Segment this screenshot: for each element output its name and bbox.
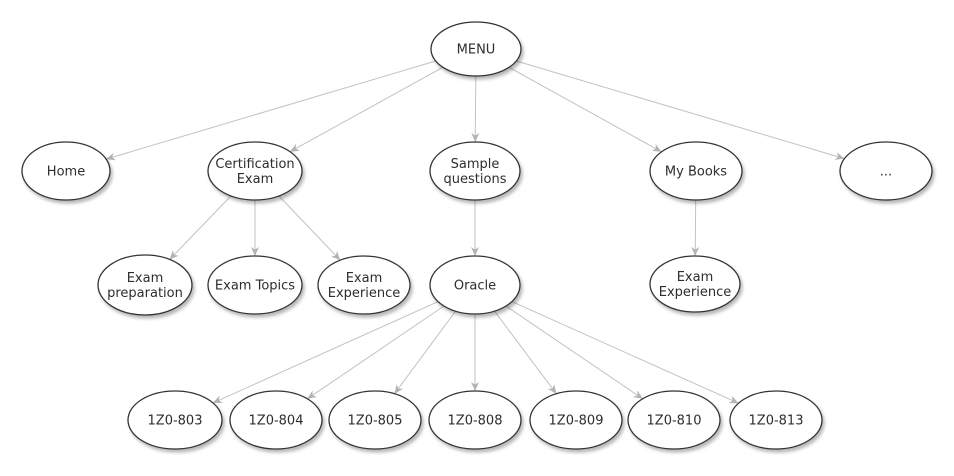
node-shape-1z0-805 [328,390,422,450]
edge-menu-to-sample-questions [471,75,480,143]
node-shape-exam-experience-2 [649,255,741,313]
node-shape-home [21,141,111,201]
edge-menu-to-my-books [508,66,662,153]
node-shape-1z0-808 [428,390,522,450]
node-more: ... [839,141,933,201]
edge-oracle-to-1z0-803 [212,301,439,404]
node-1z0-803: 1Z0-803 [127,390,223,450]
edge-menu-to-certification-exam [289,66,444,153]
node-shape-1z0-813 [729,390,823,450]
node-1z0-808: 1Z0-808 [428,390,522,450]
edge-oracle-to-1z0-805 [394,310,457,394]
node-1z0-809: 1Z0-809 [529,390,623,450]
node-shape-1z0-810 [627,390,721,450]
node-shape-menu [430,21,522,77]
node-1z0-804: 1Z0-804 [229,390,323,450]
edge-oracle-to-1z0-804 [307,305,445,400]
node-shape-sample-questions [429,141,521,201]
node-exam-topics: Exam Topics [207,255,303,315]
node-shape-1z0-803 [127,390,223,450]
edge-certification-exam-to-exam-preparation [169,195,232,260]
node-oracle: Oracle [429,255,521,315]
edge-certification-exam-to-exam-experience-1 [278,195,341,261]
node-shape-exam-preparation [97,254,193,316]
node-shape-certification-exam [207,141,303,201]
node-1z0-810: 1Z0-810 [627,390,721,450]
node-shape-more [839,141,933,201]
node-shape-my-books [649,141,743,201]
edge-oracle-to-1z0-810 [505,305,643,400]
edge-oracle-to-1z0-813 [511,301,739,404]
node-shape-1z0-809 [529,390,623,450]
node-shape-1z0-804 [229,390,323,450]
edge-menu-to-more [516,60,845,160]
edge-my-books-to-exam-experience-2 [691,199,700,257]
node-1z0-805: 1Z0-805 [328,390,422,450]
node-menu: MENU [430,21,522,77]
node-shape-oracle [429,255,521,315]
edges-layer [105,60,845,404]
node-my-books: My Books [649,141,743,201]
edge-menu-to-home [105,60,436,161]
node-shape-exam-topics [207,255,303,315]
edge-oracle-to-1z0-809 [494,310,557,395]
node-shape-exam-experience-1 [317,255,411,315]
node-home: Home [21,141,111,201]
node-1z0-813: 1Z0-813 [729,390,823,450]
